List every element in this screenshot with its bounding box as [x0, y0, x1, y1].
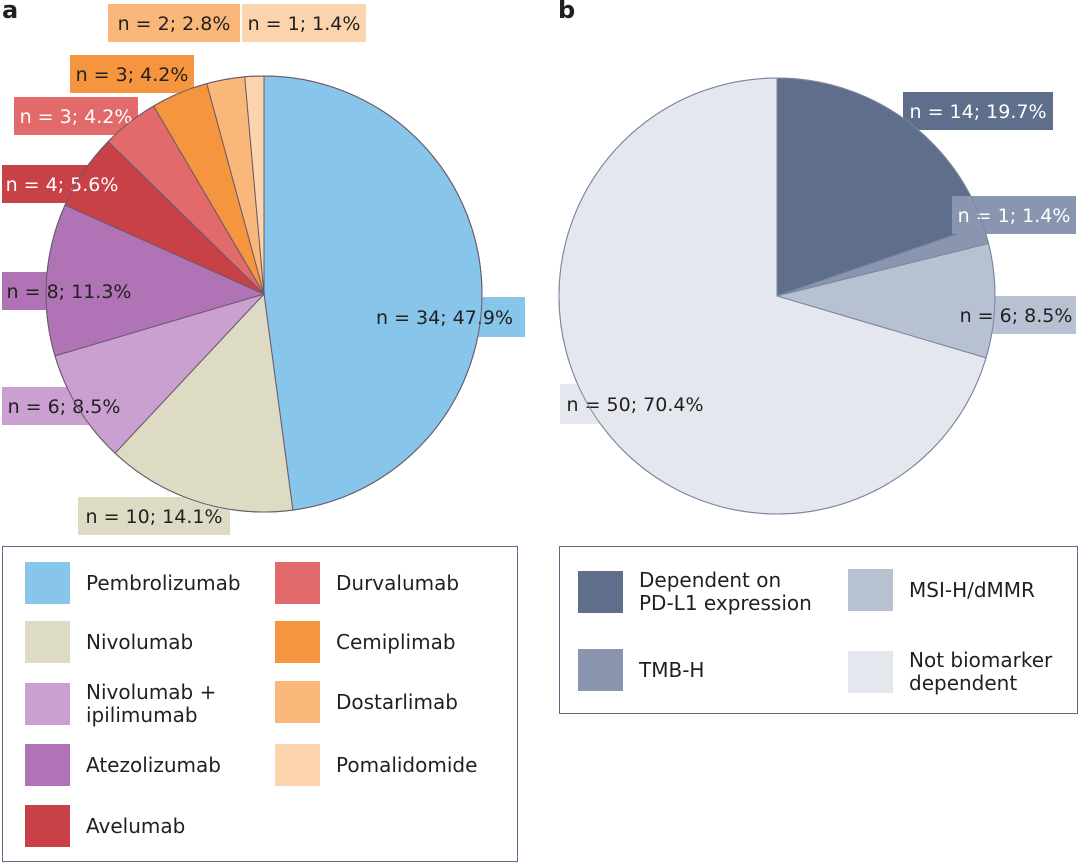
data-label-dependent-on-pd-l1-expression: n = 14; 19.7% [909, 101, 1046, 123]
legend-swatch [275, 681, 320, 723]
legend-swatch [25, 805, 70, 847]
panel-b-letter: b [558, 0, 576, 24]
pie-slice-pembrolizumab [263, 75, 483, 511]
legend-item-pomalidomide: Pomalidomide [275, 744, 477, 786]
legend-swatch [25, 683, 70, 725]
data-label-durvalumab: n = 3; 4.2% [20, 106, 133, 128]
legend-label: TMB-H [639, 657, 705, 682]
panel-a-letter: a [2, 0, 19, 24]
legend-swatch [275, 621, 320, 663]
legend-label: Nivolumab + ipilimumab [86, 680, 217, 727]
legend-label: Pembrolizumab [86, 570, 241, 595]
data-label-box-msi-h-dmmr [956, 296, 1076, 334]
legend-swatch [848, 651, 893, 693]
data-label-not-biomarker-dependent: n = 50; 70.4% [566, 394, 703, 416]
legend-item-cemiplimab: Cemiplimab [275, 621, 456, 663]
legend-label: Dostarlimab [336, 689, 458, 714]
legend-item-nivolumab: Nivolumab [25, 621, 193, 663]
data-label-box-dependent-on-pd-l1-expression [903, 92, 1053, 130]
legend-swatch [25, 562, 70, 604]
legend-item-dostarlimab: Dostarlimab [275, 681, 458, 723]
data-label-atezolizumab: n = 8; 11.3% [7, 281, 132, 303]
legend-item-atezolizumab: Atezolizumab [25, 744, 221, 786]
data-label-cemiplimab: n = 3; 4.2% [76, 64, 189, 86]
data-label-box-not-biomarker-dependent [560, 384, 710, 424]
pie-outline [45, 75, 483, 513]
data-label-pomalidomide: n = 1; 1.4% [248, 13, 361, 35]
legend-label: Nivolumab [86, 629, 194, 654]
legend-item-durvalumab: Durvalumab [275, 562, 459, 604]
data-label-tmb-h: n = 1; 1.4% [958, 205, 1071, 227]
data-label-nivolumab-ipilimumab: n = 6; 8.5% [8, 396, 121, 418]
data-label-box-durvalumab [14, 97, 138, 135]
pie-charts: n = 34; 47.9% n = 10; 14.1% n = 6; 8.5% n =… [2, 4, 1076, 535]
data-label-box-cemiplimab [70, 55, 194, 93]
data-label-dostarlimab: n = 2; 2.8% [118, 13, 231, 35]
data-label-box-avelumab [2, 165, 122, 203]
legend-label: Cemiplimab [336, 629, 456, 654]
legend-item-nivolumab-ipilimumab: Nivolumab + ipilimumab [25, 681, 216, 727]
legend-swatch [275, 562, 320, 604]
legend-label: Not biomarker dependent [909, 648, 1053, 695]
data-label-box-tmb-h [952, 196, 1076, 234]
legend-swatch [275, 744, 320, 786]
data-label-pembrolizumab: n = 34; 47.9% [376, 307, 513, 329]
legend-label: MSI-H/dMMR [909, 577, 1035, 602]
data-label-box-pembrolizumab [364, 297, 525, 337]
legend-item-tmb-h: TMB-H [578, 649, 704, 691]
legend-item-not-biomarker-dependent: Not biomarker dependent [848, 649, 1052, 695]
legend-label: Durvalumab [336, 570, 460, 595]
data-label-box-atezolizumab [2, 272, 136, 310]
legend-label: Pomalidomide [336, 752, 478, 777]
legend-label: Atezolizumab [86, 752, 221, 777]
legend-swatch [578, 571, 623, 613]
data-label-msi-h-dmmr: n = 6; 8.5% [960, 305, 1073, 327]
legend-swatch [25, 621, 70, 663]
legend-item-pembrolizumab: Pembrolizumab [25, 562, 241, 604]
legend-label: Avelumab [86, 813, 186, 838]
legend-label: Dependent on PD-L1 expression [639, 568, 812, 615]
data-label-box-dostarlimab [108, 4, 240, 42]
legend-item-msi-h-dmmr: MSI-H/dMMR [848, 569, 1035, 611]
legend-swatch [578, 649, 623, 691]
data-label-avelumab: n = 4; 5.6% [6, 174, 119, 196]
data-label-box-pomalidomide [242, 4, 366, 42]
legend-item-avelumab: Avelumab [25, 805, 185, 847]
data-label-nivolumab: n = 10; 14.1% [85, 506, 222, 528]
legend-swatch [25, 744, 70, 786]
data-label-box-nivolumab-ipilimumab [2, 387, 126, 425]
pie-outline [558, 77, 996, 515]
legend-item-dependent-on-pd-l1-expression: Dependent on PD-L1 expression [578, 569, 812, 615]
legend-swatch [848, 569, 893, 611]
